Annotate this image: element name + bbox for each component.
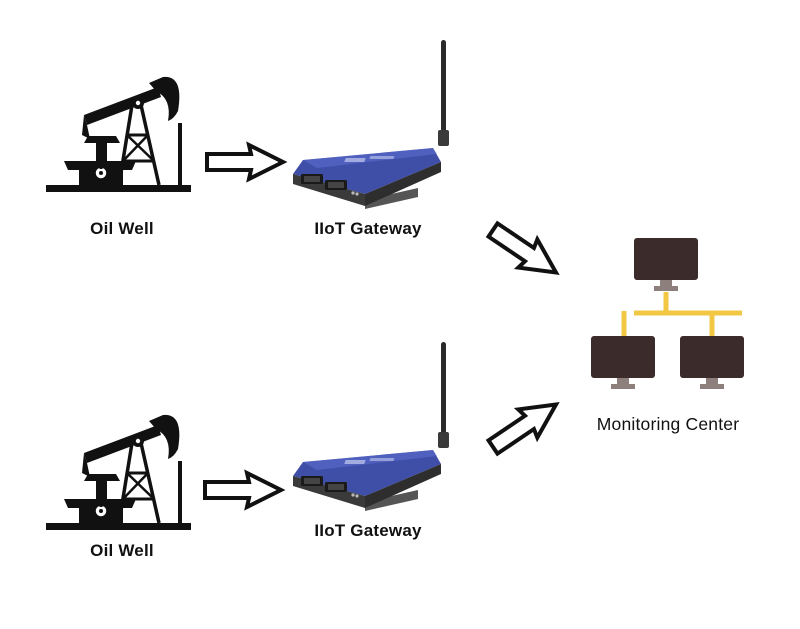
iiot-gateway-label-bottom: IIoT Gateway (314, 521, 422, 540)
oil-pump-jack-icon (44, 75, 193, 194)
arrow-well-to-gateway-bottom (203, 471, 283, 509)
monitoring-center-label: Monitoring Center (596, 414, 740, 434)
oil-pump-jack-icon (44, 413, 193, 532)
iiot-gateway-label-top: IIoT Gateway (314, 219, 422, 238)
computer-network-icon (591, 238, 744, 389)
oil-well-label-bottom: Oil Well (90, 541, 154, 560)
iiot-gateway-device-icon (293, 342, 449, 511)
iiot-gateway-device-icon (293, 40, 449, 209)
arrow-gateway-top-to-center (481, 213, 568, 289)
arrow-well-to-gateway-top (205, 143, 285, 181)
arrow-gateway-bottom-to-center (481, 388, 568, 464)
oil-well-label-top: Oil Well (90, 219, 154, 238)
